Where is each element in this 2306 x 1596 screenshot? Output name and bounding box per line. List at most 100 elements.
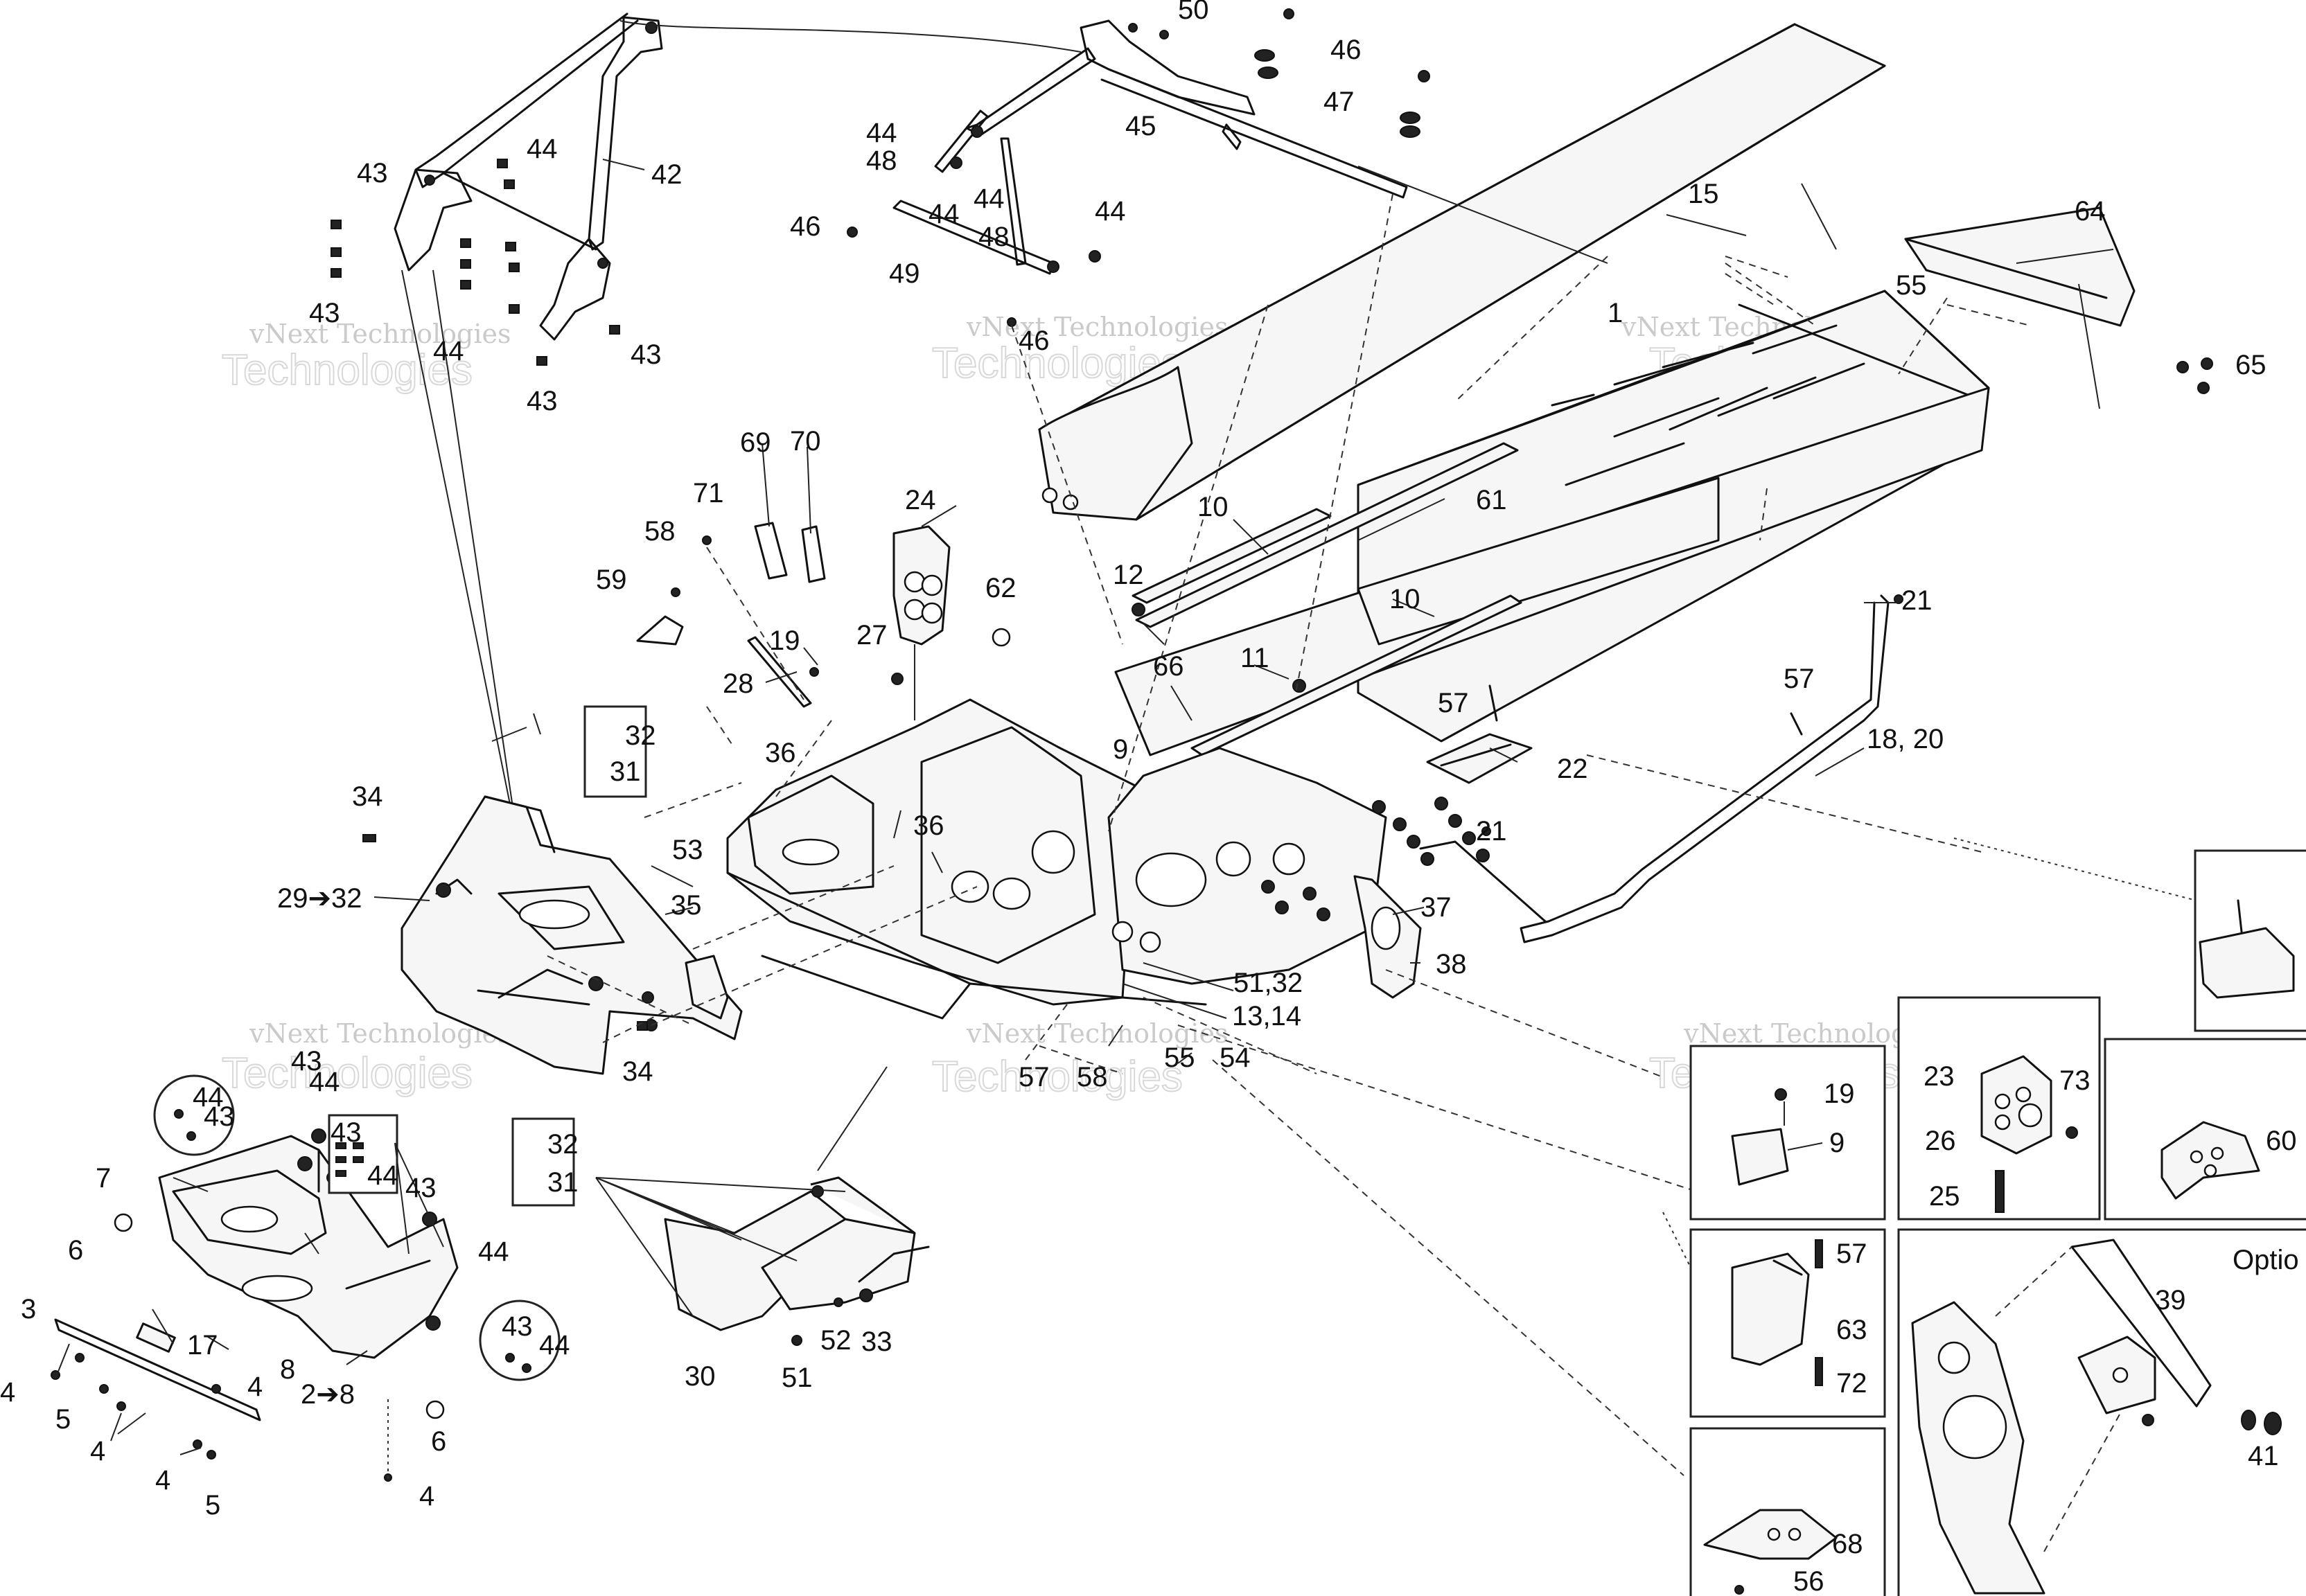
detail-boxes [1689,849,2306,1596]
callout-5: 5 [55,1404,71,1435]
callout-44: 44 [309,1067,340,1097]
callout-25: 25 [1929,1181,1960,1212]
suspension-bracket [664,1176,930,1346]
callout-55: 55 [1896,270,1927,301]
callout-48: 48 [978,222,1010,252]
callout-28: 28 [723,668,754,699]
callout-73: 73 [2059,1065,2091,1096]
tunnel-assembly [1038,23,2213,756]
callout-18-20: 18, 20 [1867,724,1944,754]
callout-43: 43 [204,1101,235,1132]
watermark-text: vNext Technologies [249,319,511,349]
callout-44: 44 [193,1082,224,1112]
callout-44: 44 [866,118,897,148]
detail-callouts [153,705,647,1381]
callout-21: 21 [1901,585,1933,616]
callout-4: 4 [155,1465,170,1496]
callout-23: 23 [1924,1061,1955,1092]
watermark-text: vNext Technologies [966,312,1228,342]
callout-1: 1 [1608,298,1623,328]
callout-5: 5 [205,1490,220,1520]
callout-43: 43 [405,1173,437,1203]
callout-51-32: 51,32 [1233,968,1303,998]
callout-32: 32 [625,720,656,751]
callout-47: 47 [1323,87,1355,117]
callout-31: 31 [547,1167,579,1198]
callout-44: 44 [433,336,464,366]
callout-64: 64 [2075,196,2106,227]
callout-9: 9 [1113,734,1128,765]
callout-26: 26 [1925,1126,1956,1156]
callout-52: 52 [820,1325,852,1356]
callout-4: 4 [419,1481,434,1511]
callout-21: 21 [1476,816,1507,846]
callout-71: 71 [693,478,724,508]
callout-24: 24 [905,485,936,515]
callout-8: 8 [280,1354,295,1385]
callout-37: 37 [1420,892,1452,923]
callout-44: 44 [539,1330,570,1360]
callout-34: 34 [622,1056,653,1087]
callout-45: 45 [1125,111,1156,141]
middle-small-parts [636,522,1011,708]
tie-rods-assembly [847,8,1430,327]
callout-39: 39 [2155,1285,2186,1315]
callout-44: 44 [974,184,1005,214]
callout-41: 41 [2248,1441,2279,1471]
callout-55: 55 [1164,1043,1195,1073]
option-label: Optio [2233,1245,2299,1275]
callout-43: 43 [331,1117,362,1148]
callout-65: 65 [2235,350,2267,380]
callout-69: 69 [740,427,771,458]
lower-front-frame [51,1128,459,1482]
callout-68: 68 [1832,1529,1863,1559]
callout-35: 35 [671,890,702,921]
callout-2-8: 2➔8 [301,1379,355,1410]
callout-44: 44 [1095,196,1126,227]
callout-72: 72 [1836,1368,1867,1399]
callout-66: 66 [1153,651,1184,682]
watermark-logo: Technologies [932,1053,1183,1101]
callout-51: 51 [782,1363,813,1393]
callout-30: 30 [685,1361,716,1392]
callout-57: 57 [1019,1062,1050,1092]
callout-4: 4 [90,1436,105,1466]
callout-48: 48 [866,145,897,176]
callout-61: 61 [1476,485,1507,515]
callout-43: 43 [309,298,340,328]
callout-63: 63 [1836,1315,1867,1345]
callout-46: 46 [790,211,821,242]
callout-15: 15 [1688,179,1719,209]
callout-32: 32 [547,1129,579,1160]
callout-33: 33 [861,1327,892,1357]
callout-58: 58 [644,516,676,547]
label-leaders [55,166,2114,1455]
callout-10: 10 [1389,584,1420,614]
callout-6: 6 [431,1426,446,1457]
callout-36: 36 [765,738,796,768]
callout-57: 57 [1438,688,1469,718]
callout-46: 46 [1330,35,1362,65]
steering-support-assembly [331,12,1082,901]
callout-19: 19 [769,626,800,656]
callout-49: 49 [889,258,920,289]
callout-4: 4 [247,1372,263,1402]
callout-46: 46 [1019,326,1050,356]
callout-58: 58 [1077,1062,1108,1092]
callout-29-32: 29➔32 [277,883,362,914]
callout-43: 43 [527,386,558,416]
callout-53: 53 [672,835,703,865]
callout-7: 7 [96,1163,111,1194]
callout-56: 56 [1793,1566,1824,1596]
callout-12: 12 [1113,560,1144,590]
callout-31: 31 [610,756,641,787]
callout-42: 42 [651,159,683,190]
callout-38: 38 [1436,949,1467,979]
callout-4: 4 [0,1377,15,1408]
callout-3: 3 [21,1294,36,1324]
callout-6: 6 [68,1235,83,1266]
callout-27: 27 [856,620,888,650]
callout-19: 19 [1824,1079,1855,1109]
callout-9: 9 [1829,1128,1845,1158]
